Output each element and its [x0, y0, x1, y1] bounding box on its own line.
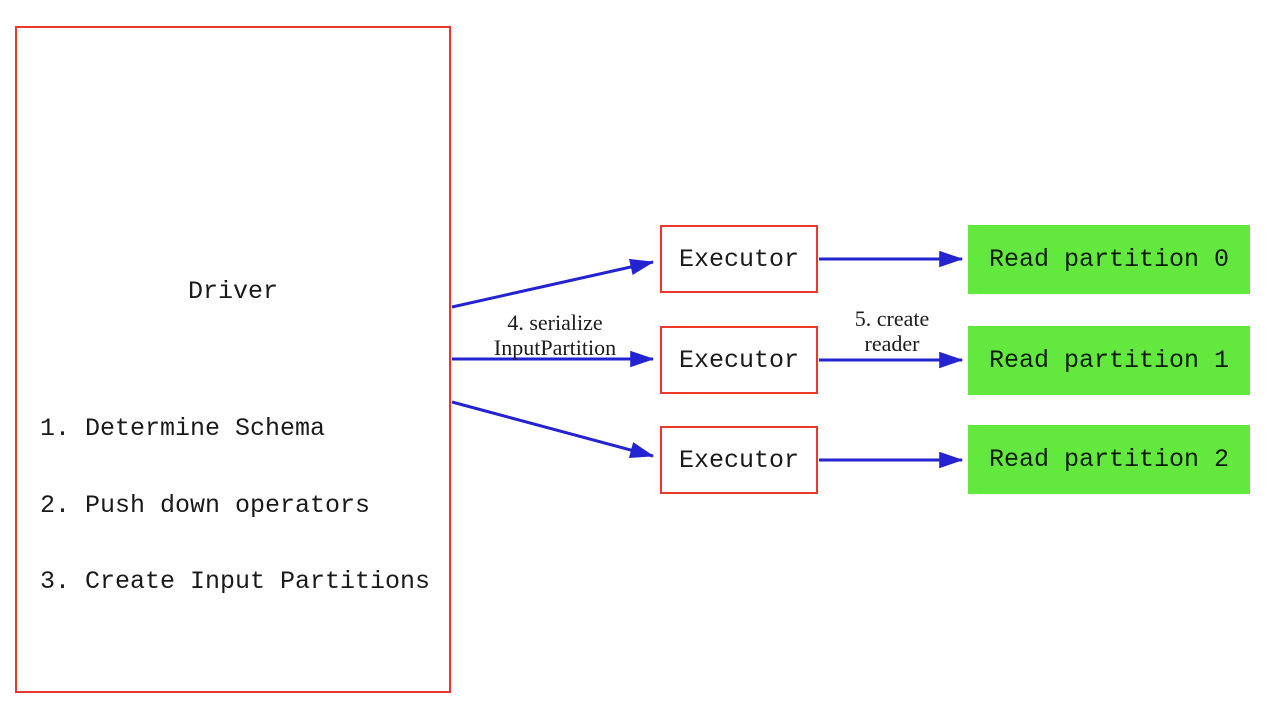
executor-node-1: Executor [660, 326, 818, 394]
edge-label-create-reader: 5. create reader [792, 306, 992, 356]
read-partition-node-2: Read partition 2 [968, 425, 1250, 494]
edge-label-serialize-inputpartition: 4. serialize InputPartition [455, 310, 655, 360]
driver-title: Driver [187, 277, 278, 306]
driver-step-1: 1. Determine Schema [40, 414, 326, 443]
executor-node-0: Executor [660, 225, 818, 293]
edge-label-reader-line1: 5. create [854, 306, 930, 331]
read-partition-node-0: Read partition 0 [968, 225, 1250, 294]
driver-box [15, 26, 451, 693]
driver-step-3: 3. Create Input Partitions [40, 567, 431, 596]
edge-label-serialize-line2: InputPartition [493, 335, 617, 360]
arrow-driver-to-executor-2 [451, 400, 655, 459]
arrow-driver-to-executor-0 [451, 258, 655, 309]
edge-label-serialize-line1: 4. serialize [507, 310, 603, 335]
driver-step-2: 2. Push down operators [40, 490, 371, 520]
edge-label-reader-line2: reader [864, 331, 920, 356]
driver-steps-list: 1. Determine Schema 2. Push down operato… [40, 365, 430, 646]
executor-node-2: Executor [660, 426, 818, 494]
read-partition-node-1: Read partition 1 [968, 326, 1250, 395]
